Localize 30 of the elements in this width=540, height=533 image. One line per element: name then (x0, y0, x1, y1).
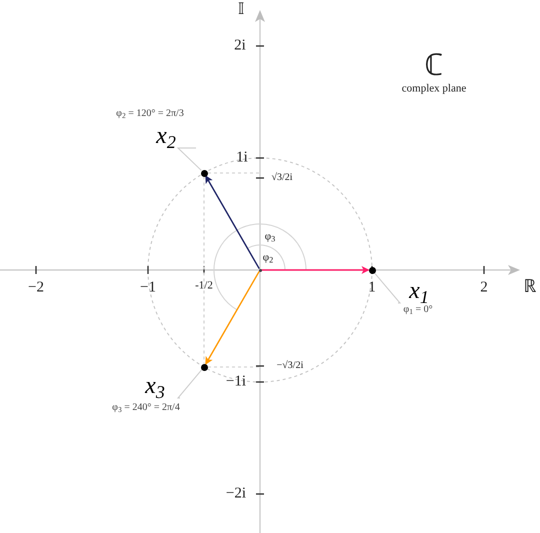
vector-arrow (205, 175, 260, 270)
axis-label: -1/2 (195, 280, 213, 292)
leader-line (176, 369, 202, 398)
point-label: x$_{1}$ (398, 279, 440, 303)
angle-label: φ$_{2}$ = 120° = 2π/3 (116, 109, 184, 119)
point-label: x$_{3}$ (130, 374, 180, 398)
axis-label: ℂ (424, 51, 444, 81)
axis-label: √3/2i (271, 173, 293, 183)
vector-arrow (262, 266, 370, 274)
axis-label: −1 (140, 280, 156, 296)
angle-label: φ$_{1}$ = 0° (403, 305, 433, 315)
angle-label: φ$_{3}$ = 240° = 2π/4 (112, 403, 180, 413)
axis-label: 2 (480, 280, 488, 296)
axis-label: −2i (226, 486, 246, 502)
leader-line (176, 148, 202, 172)
axis-label: complex plane (402, 84, 466, 94)
axis-label: −1i (226, 374, 246, 390)
axis-label: 1i (236, 150, 248, 166)
axis-label: 𝕀 (238, 2, 244, 18)
axis-label: −√3/2i (276, 361, 304, 371)
axis-label: 2i (234, 38, 246, 54)
point-label: x$_{2}$ (136, 124, 196, 148)
vector-arrow (205, 270, 260, 365)
axis-label: φ$_{3}$ (264, 232, 276, 242)
leader-line (374, 272, 402, 304)
axis-label: −2 (28, 280, 44, 296)
axis-label: 1 (368, 280, 376, 296)
axis-label: φ$_{2}$ (262, 252, 274, 264)
axis-label: ℝ (524, 277, 536, 295)
origin-point (258, 268, 262, 272)
